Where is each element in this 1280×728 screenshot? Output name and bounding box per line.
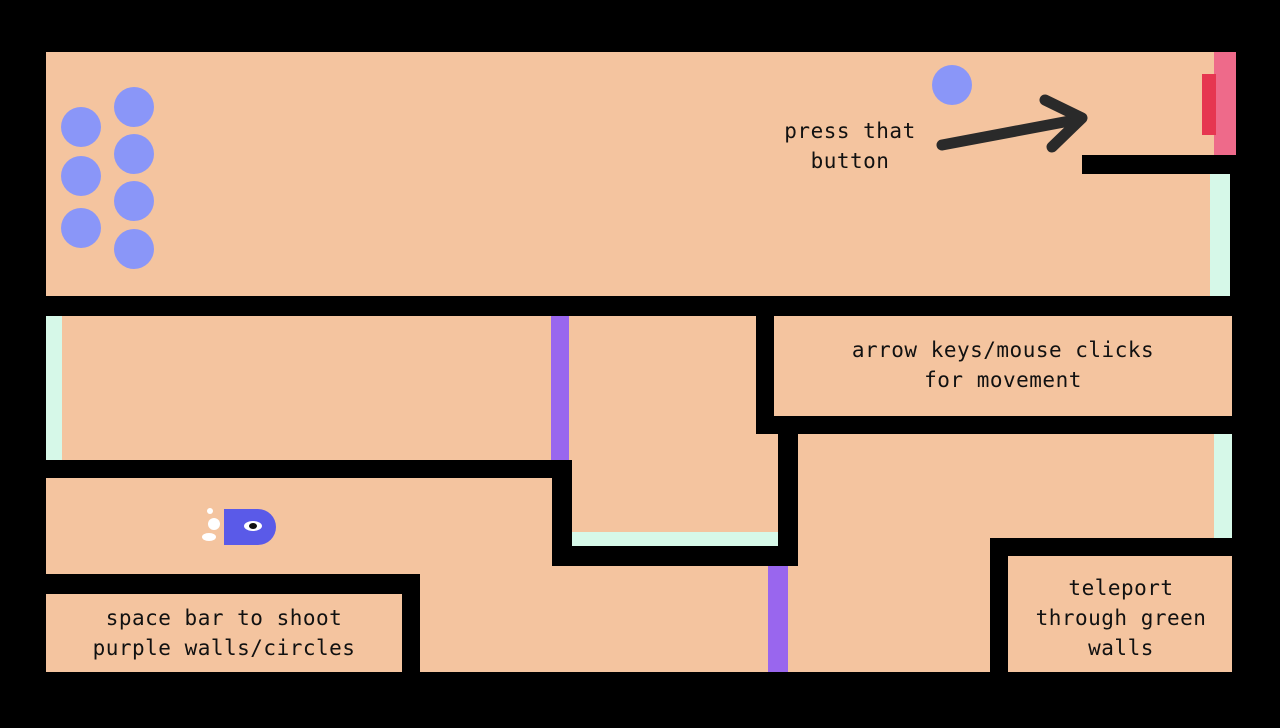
player-exhaust-puff [207, 508, 213, 514]
wall-top-room-bottom [46, 296, 1236, 316]
hint-shoot-line1: space bar to shoot [105, 606, 343, 630]
hint-movement-line2: for movement [924, 368, 1082, 392]
floor-bottom-right [1008, 556, 1232, 672]
wall-teleport-room-left [990, 538, 1008, 674]
hint-movement: arrow keys/mouse clicks for movement [774, 335, 1232, 395]
purple-wall-bottom [768, 566, 788, 672]
green-wall-top-right [1210, 174, 1230, 296]
wall-middle-left-bottom [46, 460, 572, 478]
hint-movement-line1: arrow keys/mouse clicks [851, 338, 1155, 362]
wall-pocket-bottom [552, 546, 798, 566]
green-wall-right-lower [1214, 434, 1232, 538]
player-ship-icon[interactable] [198, 505, 280, 549]
wall-movement-room-bottom [756, 416, 1236, 434]
wall-shoot-room-right [402, 574, 420, 674]
wall-pocket-left [552, 460, 572, 566]
hint-teleport-line1: teleport [1068, 576, 1174, 600]
hint-shoot: space bar to shoot purple walls/circles [46, 603, 402, 663]
purple-wall-middle [551, 316, 569, 460]
floor-lower-corridor [46, 478, 554, 574]
green-wall-middle-left [46, 316, 62, 460]
purple-circle [114, 229, 154, 269]
goal-button-back [1214, 52, 1236, 155]
purple-circle [61, 208, 101, 248]
wall-movement-room-left [756, 316, 774, 434]
hint-teleport: teleport through green walls [1008, 573, 1234, 663]
green-wall-pocket-bottom [572, 532, 778, 546]
purple-circle [61, 156, 101, 196]
purple-circle [61, 107, 101, 147]
goal-button-icon[interactable] [1202, 52, 1236, 155]
hint-press-line2: button [810, 149, 890, 173]
hint-press-button: press that button [760, 116, 940, 176]
player-exhaust-puff [202, 533, 216, 541]
hint-shoot-line2: purple walls/circles [92, 636, 356, 660]
floor-bottom-left [46, 594, 402, 672]
wall-pocket-right [778, 416, 798, 566]
purple-circle [114, 181, 154, 221]
floor-top-room [46, 52, 1236, 296]
purple-circle [932, 65, 972, 105]
floor-middle-right [774, 316, 1232, 416]
wall-lower-corridor-bottom [46, 574, 420, 594]
pointing-arrow-icon [936, 94, 1088, 153]
goal-button-front [1202, 74, 1216, 135]
hint-teleport-line2: through green [1035, 606, 1207, 630]
floor-center-pocket [570, 316, 780, 532]
floor-bottom-middle [420, 566, 990, 672]
purple-circle [114, 87, 154, 127]
player-exhaust-puff [208, 518, 220, 530]
player-pupil [249, 523, 257, 529]
hint-press-line1: press that [784, 119, 916, 143]
wall-teleport-room-top [990, 538, 1236, 556]
wall-right-room-edge [1230, 174, 1236, 296]
hint-teleport-line3: walls [1088, 636, 1154, 660]
floor-bottom-middle-b [798, 538, 990, 568]
floor-right-lower [798, 434, 1232, 538]
purple-circle [114, 134, 154, 174]
wall-ledge-top-right [1082, 155, 1236, 174]
